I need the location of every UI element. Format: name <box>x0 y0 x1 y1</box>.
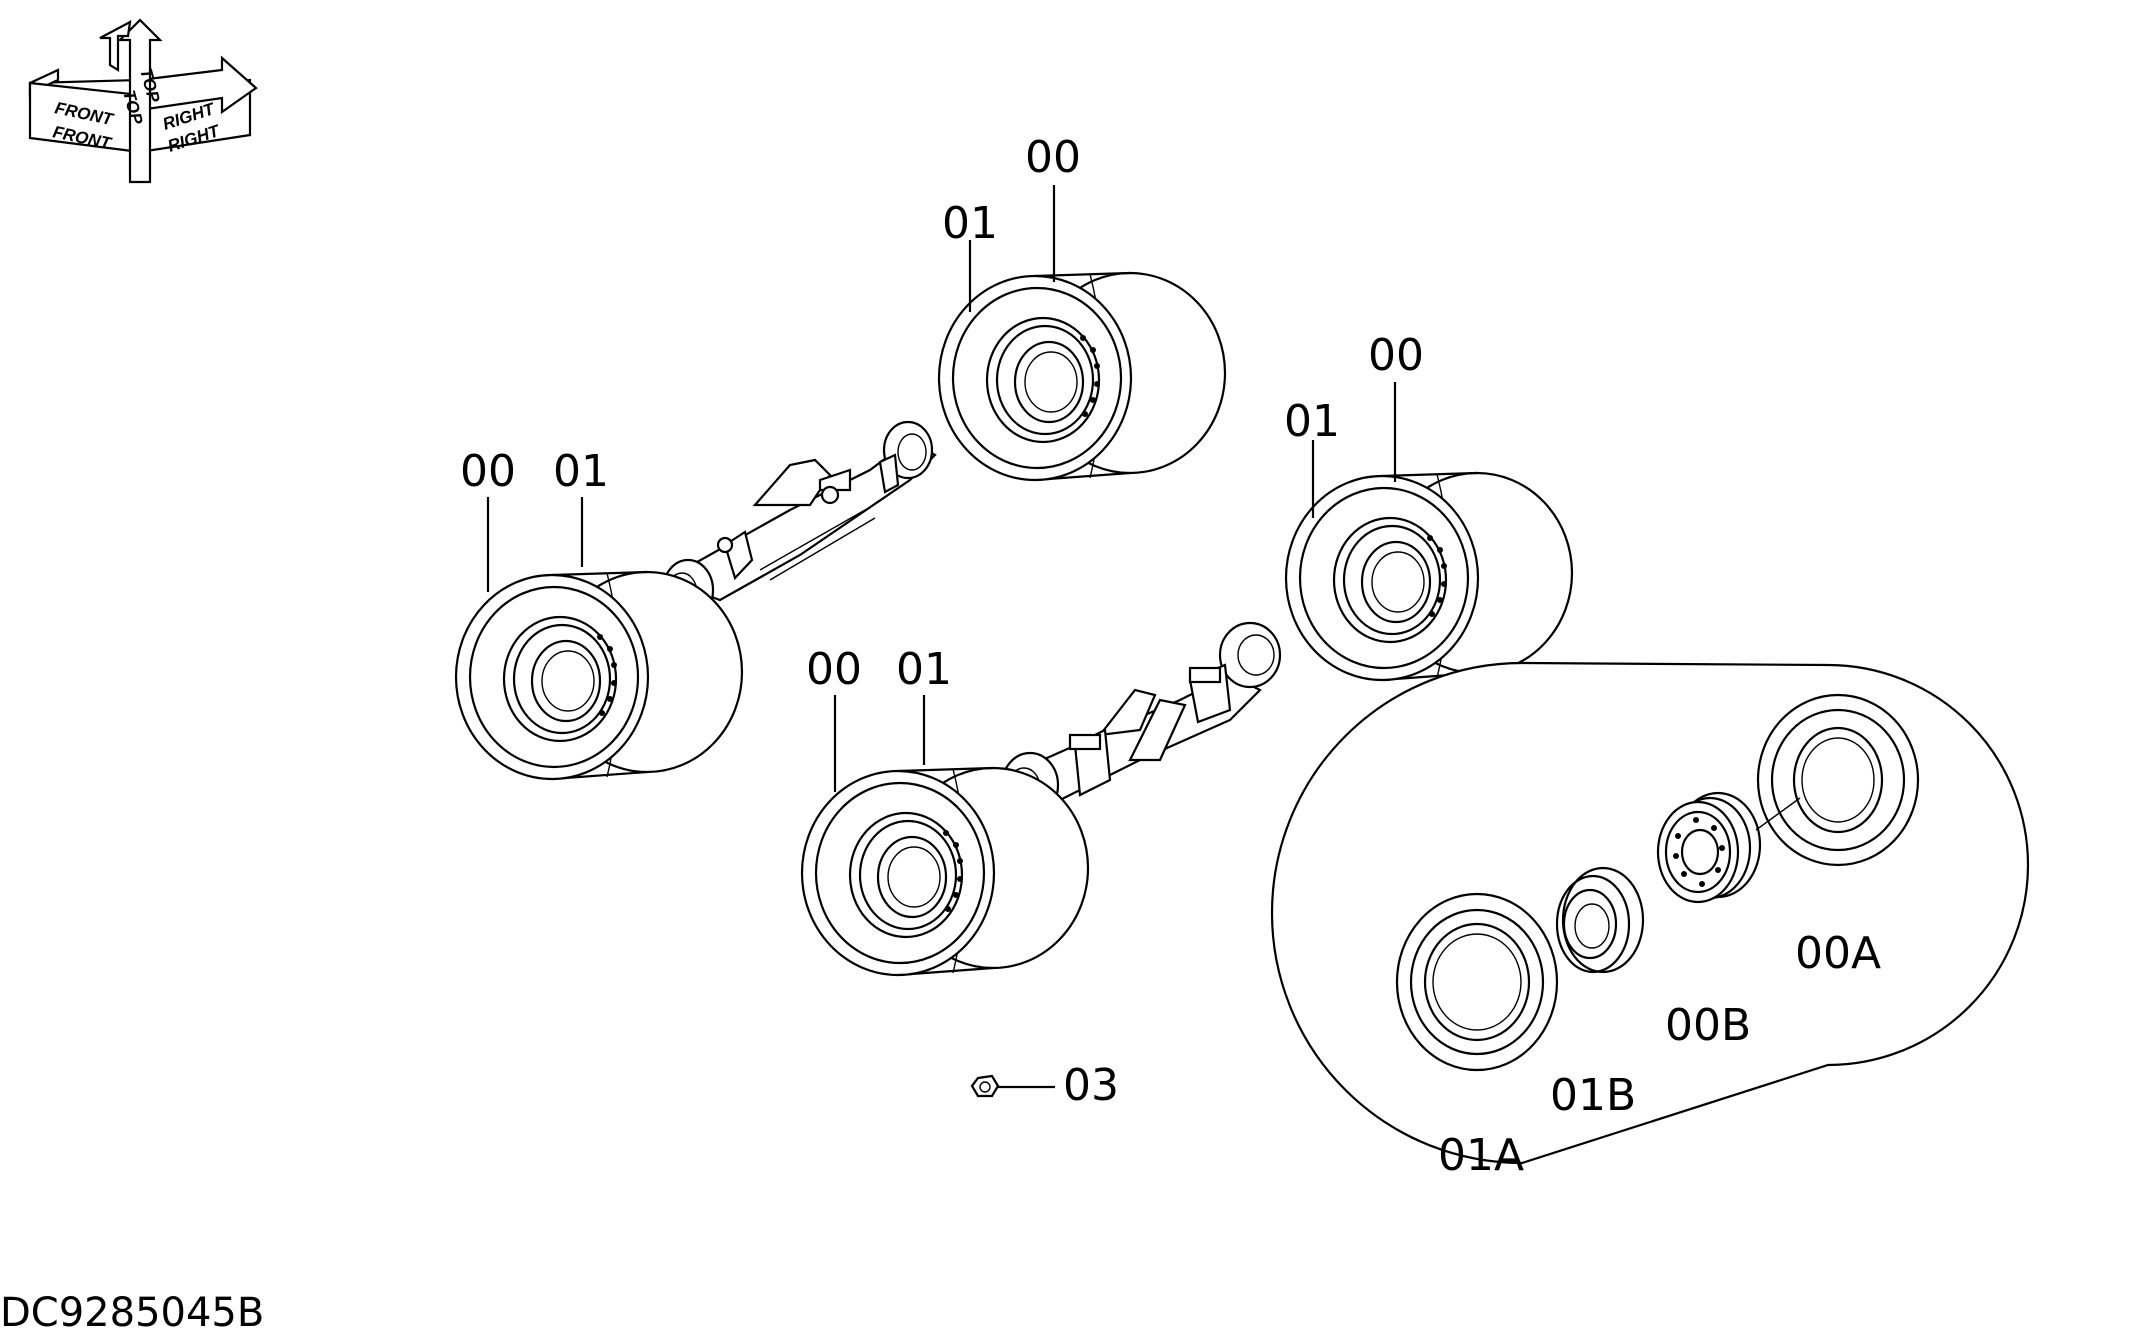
callout-front-right-00: 00 <box>1368 330 1424 381</box>
tire-rear-left <box>454 570 744 781</box>
detail-tire-01A <box>1395 892 1559 1072</box>
callout-front-left-00: 00 <box>806 644 862 695</box>
callout-front-left-01: 01 <box>896 644 952 695</box>
callout-nut-03: 03 <box>1063 1060 1119 1111</box>
callout-rear-right-01: 01 <box>942 198 998 249</box>
detail-bubble <box>1270 661 2030 1165</box>
callout-01B: 01B <box>1550 1070 1636 1121</box>
callout-00B: 00B <box>1665 1000 1751 1051</box>
detail-rim-01B <box>1555 866 1645 974</box>
nut-icon <box>970 1074 1000 1098</box>
tire-rear-right <box>937 271 1227 482</box>
drawing-code: DC9285045B <box>0 1290 264 1336</box>
orientation-icon: FRONT FRONT TOP TOP RIGHT RIGHT <box>28 18 258 184</box>
detail-rim-00B <box>1656 791 1762 904</box>
tire-front-left <box>800 766 1090 977</box>
tire-front-right <box>1284 471 1574 682</box>
callout-01A: 01A <box>1438 1130 1524 1181</box>
detail-tire-00A <box>1755 693 1920 867</box>
callout-front-right-01: 01 <box>1284 396 1340 447</box>
callout-00A: 00A <box>1795 928 1881 979</box>
callout-rear-right-00: 00 <box>1025 132 1081 183</box>
callout-rear-left-01: 01 <box>553 446 609 497</box>
callout-rear-left-00: 00 <box>460 446 516 497</box>
rear-axle <box>661 420 937 622</box>
